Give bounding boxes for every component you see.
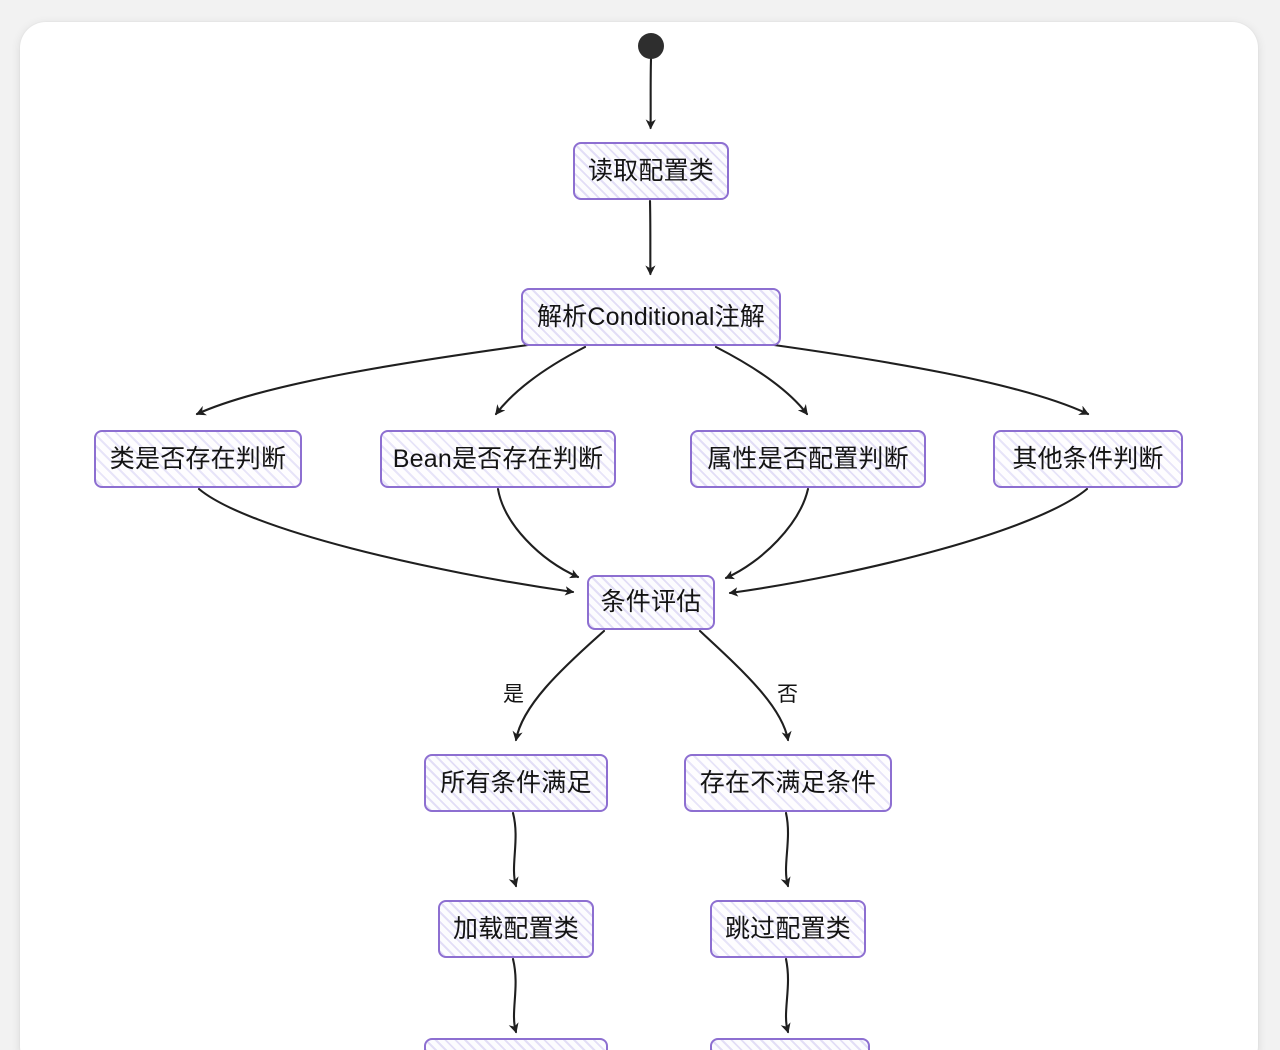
node-bean-exists-check[interactable]: Bean是否存在判断 [380,430,616,488]
node-all-conditions-met[interactable]: 所有条件满足 [424,754,608,812]
node-other-condition-check[interactable]: 其他条件判断 [993,430,1183,488]
node-condition-evaluation[interactable]: 条件评估 [587,575,715,630]
edge-label-no: 否 [777,683,798,706]
start-node[interactable] [638,33,664,59]
edge-label-yes: 是 [503,683,524,706]
node-skip-config-class[interactable]: 跳过配置类 [710,900,866,958]
node-next-step-left-clipped[interactable] [424,1038,608,1050]
node-parse-conditional-annotation[interactable]: 解析Conditional注解 [521,288,781,346]
node-next-step-right-clipped[interactable] [710,1038,870,1050]
node-property-configured-check[interactable]: 属性是否配置判断 [690,430,926,488]
node-class-exists-check[interactable]: 类是否存在判断 [94,430,302,488]
node-load-config-class[interactable]: 加载配置类 [438,900,594,958]
node-some-conditions-unmet[interactable]: 存在不满足条件 [684,754,892,812]
node-read-config-class[interactable]: 读取配置类 [573,142,729,200]
